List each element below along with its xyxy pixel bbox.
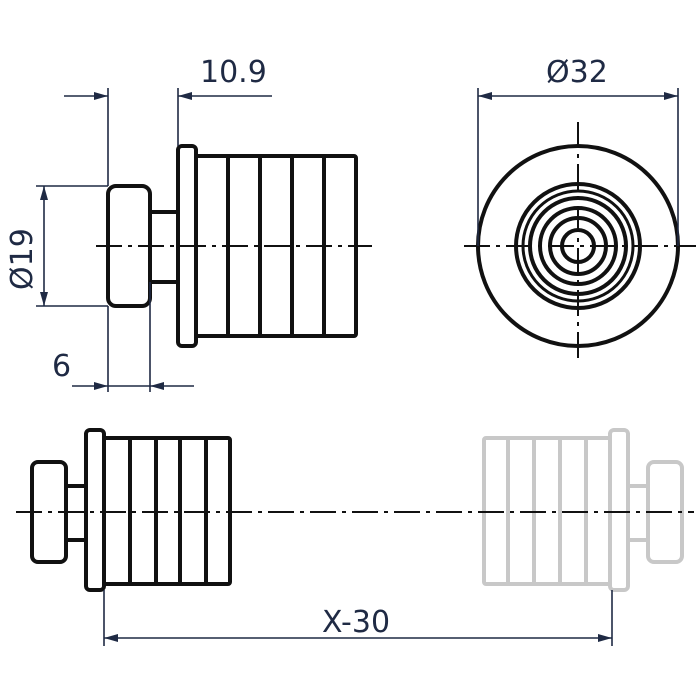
dim-6-arrow-left	[94, 382, 108, 390]
bottom-left-part	[30, 428, 232, 592]
dim-d19-arrow-top	[40, 186, 48, 200]
dim-d19-label: Ø19	[5, 228, 40, 290]
bottom-right-flange	[608, 428, 630, 592]
dim-10-9-arrow-right	[178, 92, 192, 100]
dim-d32-arrow-left	[478, 92, 492, 100]
dim-d32-label: Ø32	[546, 55, 608, 90]
dim-d32: Ø32	[477, 55, 679, 246]
dim-6: 6	[52, 282, 194, 392]
dim-d32-arrow-right	[664, 92, 678, 100]
end-view	[464, 122, 696, 360]
dim-10-9-arrow-left	[94, 92, 108, 100]
dim-x30: X-30	[103, 590, 613, 646]
dim-x30-label: X-30	[322, 605, 390, 640]
dim-x30-arrow-right	[598, 634, 612, 642]
dim-x30-arrow-left	[104, 634, 118, 642]
dim-6-label: 6	[52, 349, 71, 384]
dim-6-arrow-right	[150, 382, 164, 390]
bottom-left-flange	[84, 428, 106, 592]
dim-d19: Ø19	[5, 185, 108, 307]
dim-10-9: 10.9	[64, 55, 272, 186]
side-view	[96, 144, 372, 348]
dim-10-9-label: 10.9	[200, 55, 267, 90]
dim-d19-arrow-bottom	[40, 292, 48, 306]
bottom-right-part-ghost	[482, 428, 684, 592]
